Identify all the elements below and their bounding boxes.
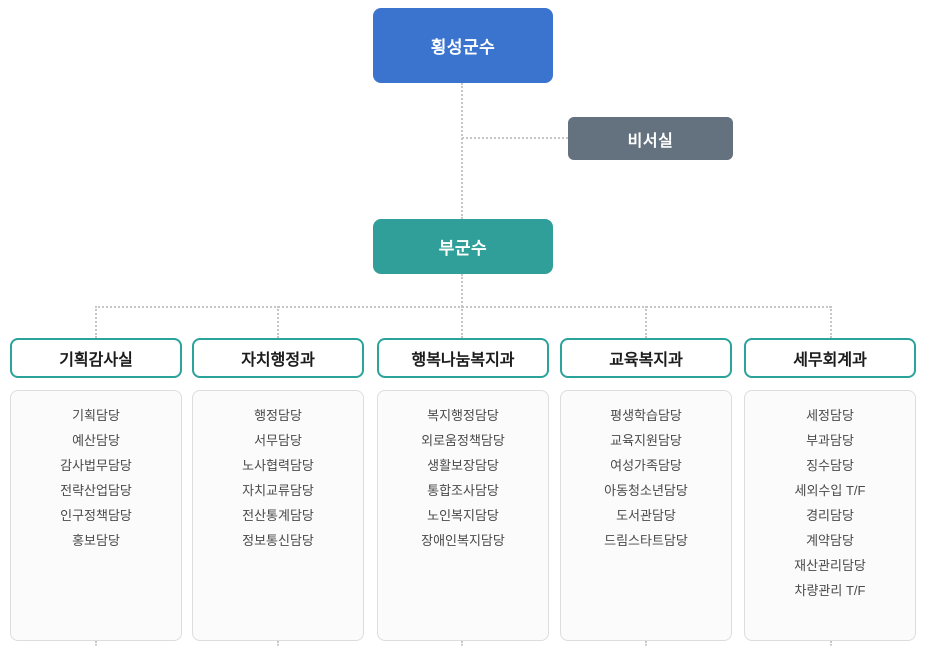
team-item: 정보통신담당 xyxy=(242,533,314,548)
team-item: 자치교류담당 xyxy=(242,483,314,498)
dept-header-autonomy-admin: 자치행정과 xyxy=(192,338,364,378)
connector-bottom-stub-3 xyxy=(645,641,647,646)
team-item: 드림스타트담당 xyxy=(604,533,688,548)
node-county-governor-label: 횡성군수 xyxy=(430,38,496,57)
connector-stub-dept-1 xyxy=(277,306,279,338)
node-deputy-governor: 부군수 xyxy=(373,219,553,274)
team-item: 생활보장담당 xyxy=(427,458,499,473)
team-item: 평생학습담당 xyxy=(610,408,682,423)
team-item: 감사법무담당 xyxy=(60,458,132,473)
dept-header-label: 행복나눔복지과 xyxy=(411,352,515,369)
node-secretary-office: 비서실 xyxy=(568,117,733,160)
team-item: 아동청소년담당 xyxy=(604,483,688,498)
dept-header-tax-accounting: 세무회계과 xyxy=(744,338,916,378)
team-item: 노사협력담당 xyxy=(242,458,314,473)
team-item: 전산통계담당 xyxy=(242,508,314,523)
team-item: 경리담당 xyxy=(806,508,854,523)
connector-bottom-stub-2 xyxy=(461,641,463,646)
team-item: 차량관리 T/F xyxy=(794,583,866,598)
team-item: 세정담당 xyxy=(806,408,854,423)
team-item: 행정담당 xyxy=(254,408,302,423)
connector-bottom-stub-0 xyxy=(95,641,97,646)
connector-stub-dept-0 xyxy=(95,306,97,338)
connector-branch-horizontal xyxy=(95,306,831,308)
team-item: 노인복지담당 xyxy=(427,508,499,523)
dept-header-label: 자치행정과 xyxy=(241,352,315,369)
dept-header-welfare: 행복나눔복지과 xyxy=(377,338,549,378)
dept-header-label: 교육복지과 xyxy=(609,352,683,369)
team-item: 계약담당 xyxy=(806,533,854,548)
connector-to-secretary xyxy=(462,137,568,139)
team-item: 전략산업담당 xyxy=(60,483,132,498)
team-item: 부과담당 xyxy=(806,433,854,448)
node-deputy-governor-label: 부군수 xyxy=(438,239,488,258)
dept-header-label: 세무회계과 xyxy=(793,352,867,369)
team-item: 통합조사담당 xyxy=(427,483,499,498)
connector-bottom-stub-1 xyxy=(277,641,279,646)
team-item: 교육지원담당 xyxy=(610,433,682,448)
team-item: 외로움정책담당 xyxy=(421,433,505,448)
dept-header-planning-audit: 기획감사실 xyxy=(10,338,182,378)
team-item: 기획담당 xyxy=(72,408,120,423)
team-item: 예산담당 xyxy=(72,433,120,448)
connector-stub-dept-3 xyxy=(645,306,647,338)
connector-stub-dept-2 xyxy=(461,306,463,338)
team-item: 재산관리담당 xyxy=(794,558,866,573)
node-county-governor: 횡성군수 xyxy=(373,8,553,83)
team-item: 징수담당 xyxy=(806,458,854,473)
connector-stub-dept-4 xyxy=(830,306,832,338)
dept-header-label: 기획감사실 xyxy=(59,352,133,369)
team-item: 장애인복지담당 xyxy=(421,533,505,548)
connector-bottom-stub-4 xyxy=(830,641,832,646)
team-item: 홍보담당 xyxy=(72,533,120,548)
connector-top-to-deputy xyxy=(461,83,463,219)
dept-header-education-welfare: 교육복지과 xyxy=(560,338,732,378)
team-item: 복지행정담당 xyxy=(427,408,499,423)
team-item: 여성가족담당 xyxy=(610,458,682,473)
team-item: 세외수입 T/F xyxy=(794,483,866,498)
node-secretary-office-label: 비서실 xyxy=(627,132,674,150)
connector-deputy-to-branch xyxy=(461,274,463,307)
team-item: 서무담당 xyxy=(254,433,302,448)
team-item: 도서관담당 xyxy=(616,508,676,523)
team-item: 인구정책담당 xyxy=(60,508,132,523)
